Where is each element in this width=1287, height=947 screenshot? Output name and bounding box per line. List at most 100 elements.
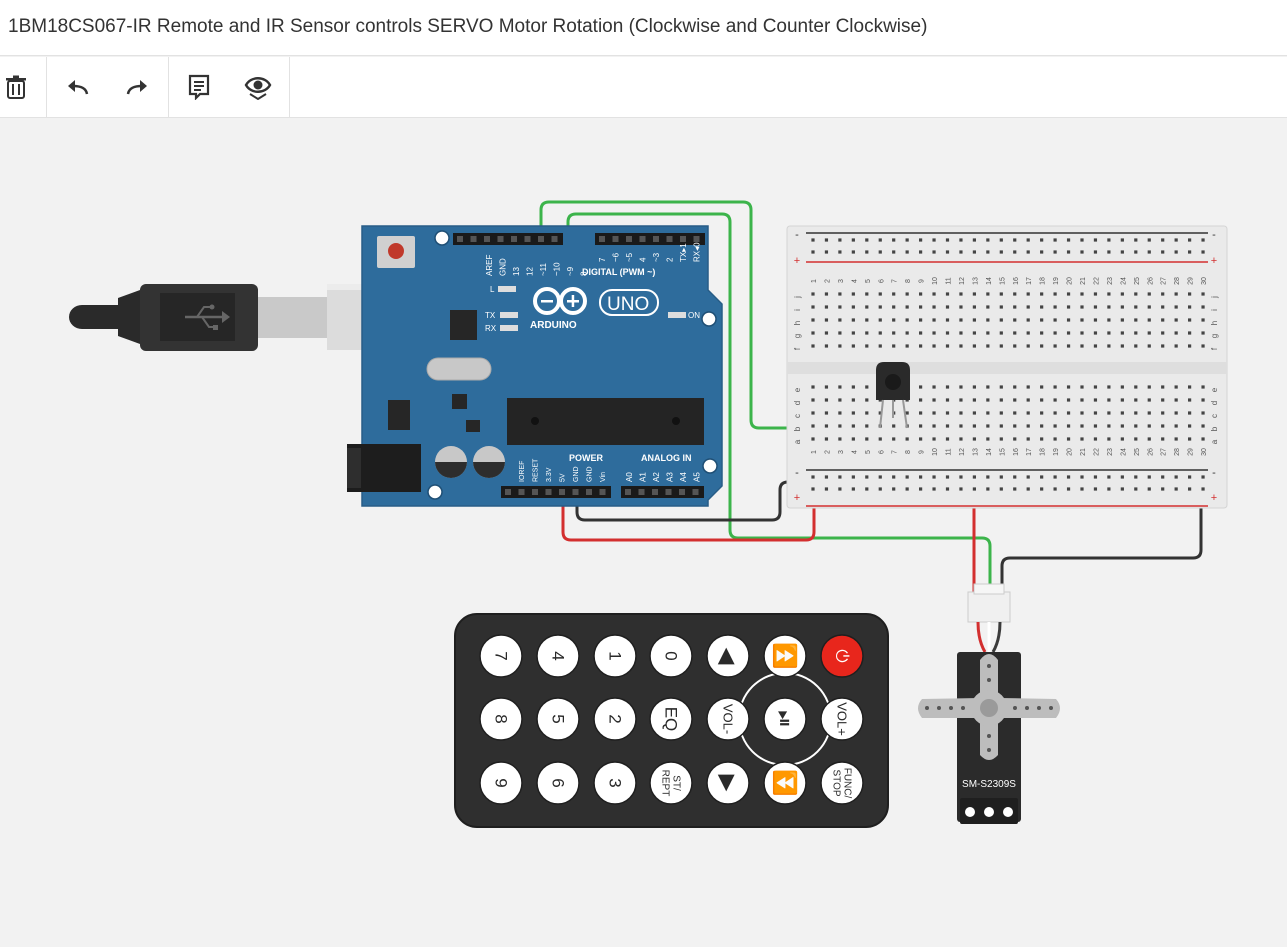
header-pin[interactable] (545, 489, 552, 495)
breadboard-hole[interactable] (1080, 238, 1084, 242)
header-pin[interactable] (484, 236, 490, 242)
remote-button[interactable]: ⏻ (820, 634, 864, 678)
breadboard-hole[interactable] (1120, 487, 1124, 491)
breadboard-hole[interactable] (972, 292, 976, 296)
breadboard-hole[interactable] (811, 331, 815, 335)
breadboard-hole[interactable] (1026, 238, 1030, 242)
breadboard-hole[interactable] (811, 398, 815, 402)
breadboard-hole[interactable] (1013, 292, 1017, 296)
breadboard-hole[interactable] (1107, 238, 1111, 242)
breadboard-hole[interactable] (945, 424, 950, 428)
breadboard-hole[interactable] (959, 385, 963, 389)
servo-motor[interactable]: SM-S2309S (918, 583, 1060, 824)
breadboard-hole[interactable] (986, 318, 990, 322)
breadboard-hole[interactable] (1147, 292, 1151, 296)
breadboard-hole[interactable] (1093, 437, 1098, 441)
breadboard-hole[interactable] (1107, 487, 1111, 491)
breadboard-hole[interactable] (945, 292, 950, 296)
breadboard-hole[interactable] (838, 292, 842, 296)
breadboard-hole[interactable] (1080, 411, 1084, 415)
breadboard-hole[interactable] (1093, 398, 1098, 402)
breadboard-hole[interactable] (999, 331, 1003, 335)
breadboard-hole[interactable] (919, 331, 923, 335)
breadboard-hole[interactable] (1066, 487, 1071, 491)
breadboard-hole[interactable] (1080, 292, 1084, 296)
breadboard-hole[interactable] (919, 475, 923, 479)
breadboard-hole[interactable] (972, 331, 976, 335)
digital-header-left[interactable] (453, 233, 563, 245)
breadboard-hole[interactable] (972, 437, 976, 441)
breadboard-hole[interactable] (959, 305, 963, 309)
breadboard-hole[interactable] (1134, 250, 1138, 254)
breadboard-hole[interactable] (1066, 250, 1071, 254)
header-pin[interactable] (680, 236, 686, 242)
breadboard-hole[interactable] (999, 305, 1003, 309)
breadboard-hole[interactable] (1161, 318, 1165, 322)
remote-button[interactable]: VOL- (706, 697, 750, 741)
breadboard-hole[interactable] (1066, 331, 1071, 335)
breadboard-hole[interactable] (986, 292, 990, 296)
breadboard-hole[interactable] (1093, 318, 1098, 322)
breadboard-hole[interactable] (1134, 424, 1138, 428)
breadboard-hole[interactable] (1093, 292, 1098, 296)
breadboard-hole[interactable] (1107, 398, 1111, 402)
breadboard-hole[interactable] (865, 250, 869, 254)
breadboard-hole[interactable] (986, 424, 990, 428)
breadboard-hole[interactable] (1053, 424, 1057, 428)
breadboard-hole[interactable] (851, 292, 855, 296)
breadboard-holes[interactable] (811, 238, 1205, 491)
header-pin[interactable] (612, 236, 619, 242)
breadboard-hole[interactable] (838, 424, 842, 428)
breadboard-hole[interactable] (878, 475, 882, 479)
breadboard-hole[interactable] (1174, 487, 1178, 491)
breadboard-hole[interactable] (1147, 487, 1151, 491)
breadboard-hole[interactable] (1174, 305, 1178, 309)
breadboard-hole[interactable] (1147, 250, 1151, 254)
breadboard-hole[interactable] (932, 475, 936, 479)
header-pin[interactable] (666, 236, 673, 242)
breadboard-hole[interactable] (1013, 475, 1017, 479)
breadboard-hole[interactable] (878, 305, 882, 309)
breadboard-hole[interactable] (1134, 437, 1138, 441)
breadboard-hole[interactable] (959, 250, 963, 254)
breadboard-hole[interactable] (865, 344, 869, 348)
header-pin[interactable] (653, 236, 659, 242)
breadboard-hole[interactable] (892, 318, 896, 322)
breadboard-hole[interactable] (1174, 292, 1178, 296)
breadboard-hole[interactable] (878, 250, 882, 254)
header-pin[interactable] (470, 236, 477, 242)
breadboard-hole[interactable] (811, 305, 815, 309)
breadboard-hole[interactable] (1026, 305, 1030, 309)
breadboard-hole[interactable] (1066, 385, 1071, 389)
breadboard-hole[interactable] (878, 411, 882, 415)
breadboard-hole[interactable] (999, 344, 1003, 348)
breadboard-hole[interactable] (959, 344, 963, 348)
header-pin[interactable] (497, 236, 504, 242)
header-pin[interactable] (665, 489, 672, 495)
breadboard-hole[interactable] (1161, 424, 1165, 428)
breadboard-hole[interactable] (851, 331, 855, 335)
breadboard-hole[interactable] (905, 437, 909, 441)
breadboard-hole[interactable] (892, 238, 896, 242)
breadboard-hole[interactable] (1080, 475, 1084, 479)
breadboard-hole[interactable] (932, 238, 936, 242)
breadboard-hole[interactable] (824, 344, 829, 348)
breadboard-hole[interactable] (905, 331, 909, 335)
breadboard-hole[interactable] (865, 318, 869, 322)
breadboard-hole[interactable] (811, 411, 815, 415)
breadboard-hole[interactable] (1080, 398, 1084, 402)
breadboard-hole[interactable] (1147, 238, 1151, 242)
breadboard-hole[interactable] (1134, 487, 1138, 491)
breadboard-hole[interactable] (1107, 411, 1111, 415)
breadboard-hole[interactable] (1107, 305, 1111, 309)
breadboard-hole[interactable] (1188, 398, 1192, 402)
breadboard-hole[interactable] (932, 385, 936, 389)
breadboard-hole[interactable] (1161, 475, 1165, 479)
header-pin[interactable] (638, 489, 645, 495)
breadboard-hole[interactable] (1053, 398, 1057, 402)
breadboard-hole[interactable] (999, 250, 1003, 254)
breadboard-hole[interactable] (865, 385, 869, 389)
arduino-uno-board[interactable]: L TX RX ON ARDUINO UNO DIGITAL (PWM ~) P… (347, 225, 723, 507)
header-pin[interactable] (625, 489, 631, 495)
breadboard-hole[interactable] (851, 238, 855, 242)
